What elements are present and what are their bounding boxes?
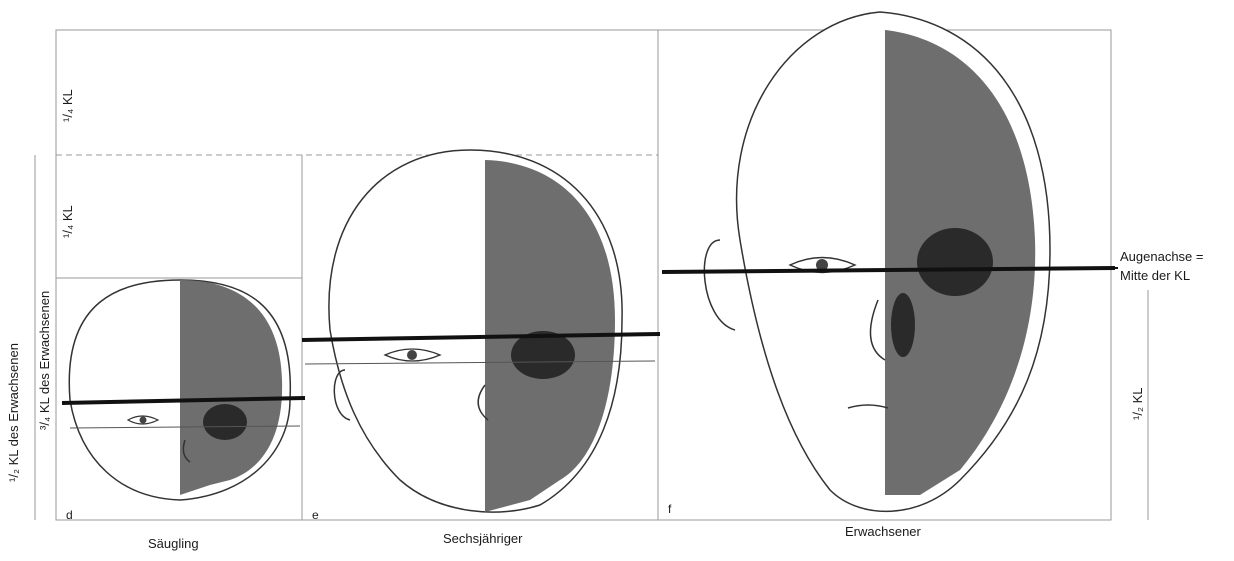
label-half-kl-right: ¹/₂ KL — [1130, 388, 1145, 421]
label-eye-axis-line2: Mitte der KL — [1120, 268, 1190, 283]
panel-letter-d: d — [66, 508, 73, 522]
caption-infant: Säugling — [148, 536, 199, 551]
label-quarter-kl-top: ¹/₄ KL — [60, 89, 75, 122]
child-pupil — [407, 350, 417, 360]
panel-letter-e: e — [312, 508, 319, 522]
caption-child: Sechsjähriger — [443, 531, 523, 546]
adult-orbit — [917, 228, 993, 296]
adult-ear — [704, 240, 735, 330]
label-quarter-kl-mid: ¹/₄ KL — [60, 205, 75, 238]
adult-nasal-cavity — [891, 293, 915, 357]
label-half-kl-adult: ¹/₂ KL des Erwachsenen — [6, 343, 21, 482]
child-head — [302, 150, 660, 512]
infant-orbit — [203, 404, 247, 440]
caption-adult: Erwachsener — [845, 524, 921, 539]
adult-head — [662, 12, 1115, 511]
panel-letter-f: f — [668, 502, 671, 516]
label-eye-axis-line1: Augenachse = — [1120, 249, 1203, 264]
infant-head — [62, 280, 305, 500]
infant-pupil — [140, 417, 147, 424]
label-three-quarter-kl: ³/₄ KL des Erwachsenen — [37, 291, 52, 430]
